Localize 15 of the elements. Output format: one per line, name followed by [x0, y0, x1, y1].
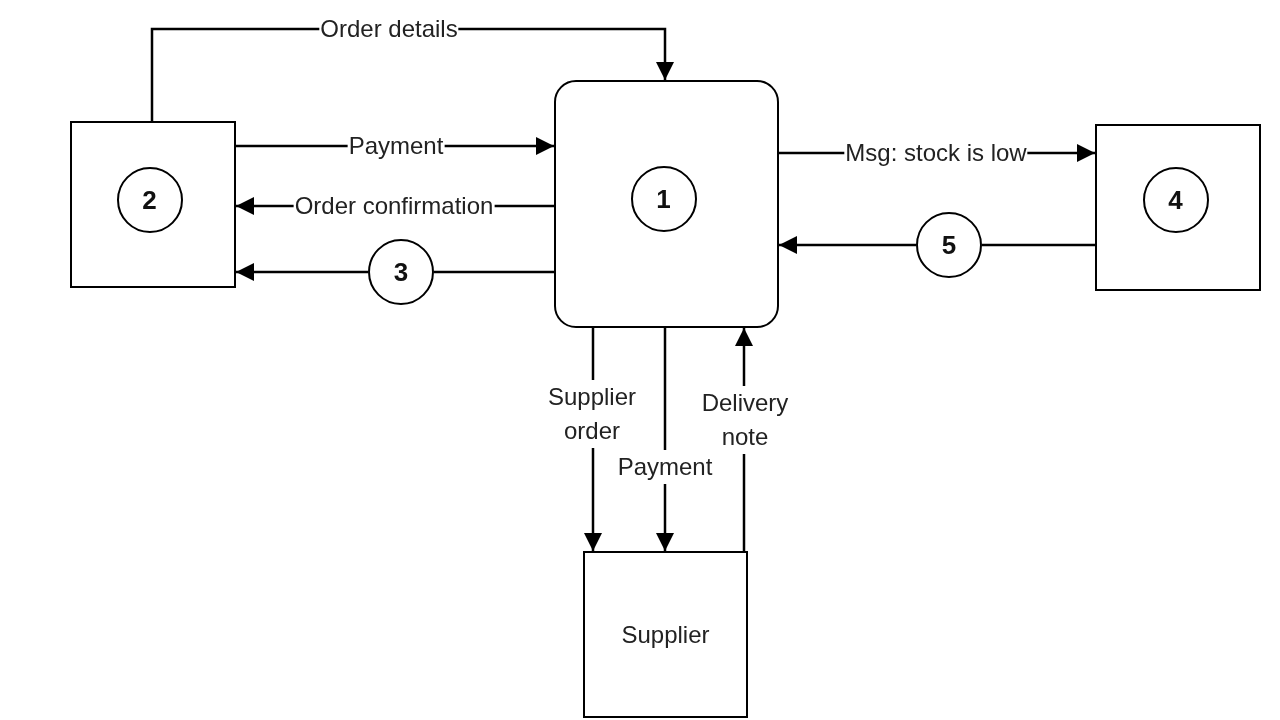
process-number: 3 — [393, 258, 409, 286]
process-number: 2 — [142, 185, 157, 214]
arrow — [236, 263, 368, 281]
external-entity-box — [1095, 124, 1261, 291]
process-number: 5 — [941, 231, 957, 259]
connector-line — [434, 270, 554, 274]
process-number: 1 — [656, 184, 671, 213]
connector-line — [982, 243, 1095, 247]
external-entity-box — [70, 121, 236, 288]
arrow — [779, 236, 916, 254]
external-entity-box — [583, 551, 748, 718]
edge-label: Payment — [616, 450, 714, 484]
process-box — [554, 80, 779, 328]
process-number: 4 — [1168, 185, 1183, 214]
node-label: Supplier — [621, 620, 710, 649]
